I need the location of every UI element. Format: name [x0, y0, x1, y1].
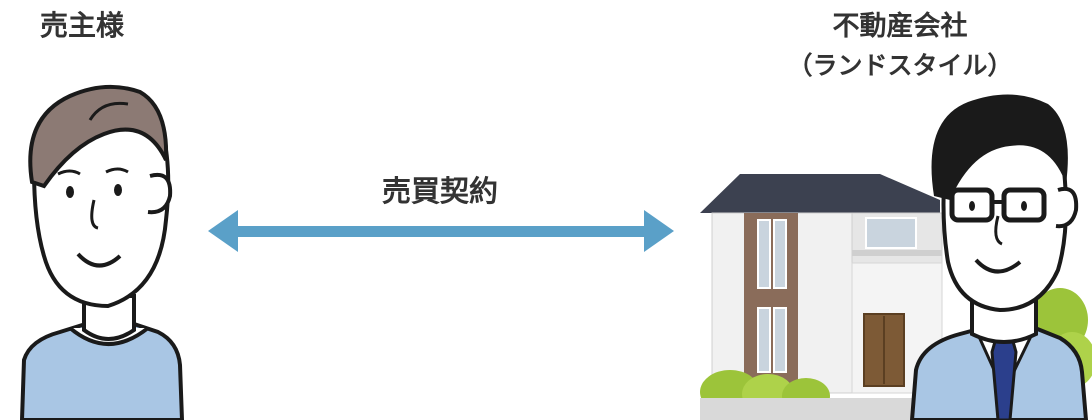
agent-sub-label: （ランドスタイル）: [787, 51, 1013, 80]
seller-label: 売主様: [40, 9, 125, 42]
contract-label: 売買契約: [381, 174, 498, 208]
agent-label: 不動産会社: [832, 11, 968, 42]
